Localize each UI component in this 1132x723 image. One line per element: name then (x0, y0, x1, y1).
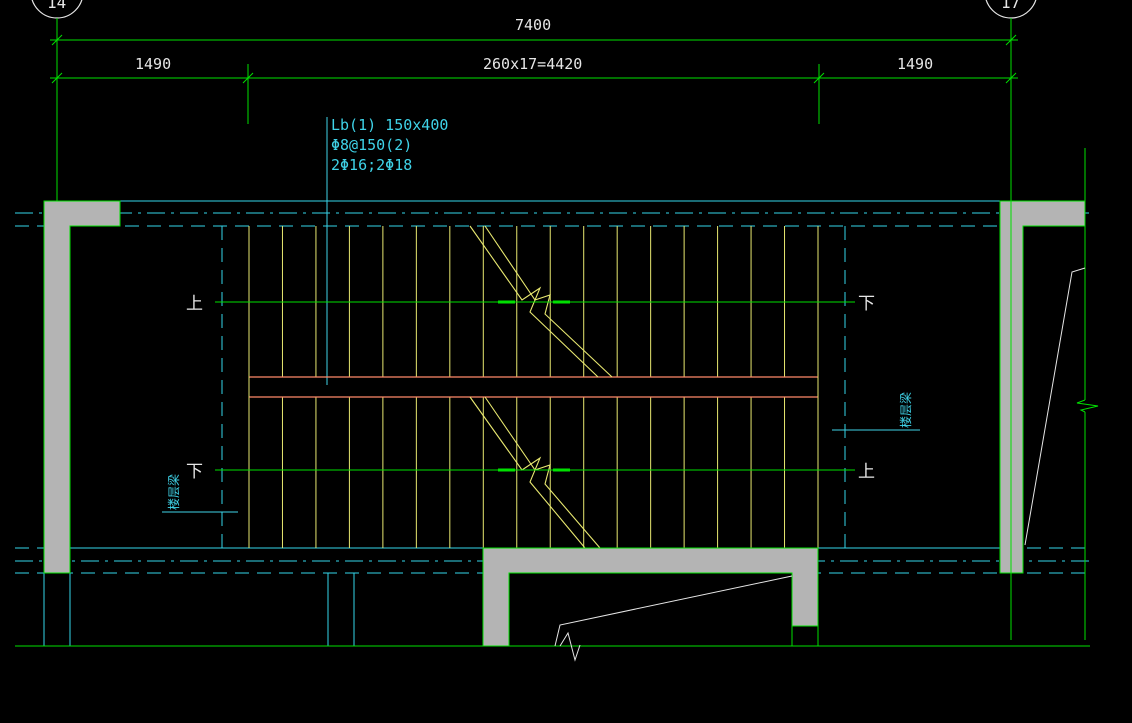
dim-overall: 7400 (515, 16, 551, 34)
landing-beam-label-left: 楼层梁 (166, 474, 181, 510)
axis-lines (15, 200, 1090, 646)
direction-mark-upper-left: 上 (186, 294, 203, 314)
walls (43, 200, 1086, 647)
beam-callout-line1: Lb(1) 150x400 (331, 116, 448, 134)
dim-left-segment: 1490 (135, 55, 171, 73)
landing-beam-label-left-group: 楼层梁 (162, 474, 238, 513)
direction-lines (215, 300, 855, 472)
axis-bubble-left: 14 (31, 0, 83, 19)
wall-left (43, 200, 121, 574)
direction-mark-lower-right: 上 (858, 462, 875, 482)
landing-beam-label-right: 楼层梁 (898, 392, 913, 428)
dim-middle-segment: 260x17=4420 (483, 55, 582, 73)
dimension-lines (50, 18, 1018, 180)
beam-callout: Lb(1) 150x400 Φ8@150(2) 2Φ16;2Φ18 (326, 116, 448, 385)
stair-flight-outline (248, 377, 819, 397)
axis-bubble-right: 17 (985, 0, 1037, 19)
break-line-upper (469, 225, 613, 378)
axis-label-right: 17 (1001, 0, 1020, 12)
axis-label-left: 14 (47, 0, 66, 12)
wall-bottom-middle (482, 547, 819, 647)
landing-beam-label-right-group: 楼层梁 (832, 392, 920, 431)
direction-mark-upper-right: 下 (858, 294, 875, 314)
sketch-lines (554, 267, 1086, 662)
beam-callout-line2: Φ8@150(2) (331, 136, 412, 154)
wall-right (999, 200, 1086, 574)
dim-right-segment: 1490 (897, 55, 933, 73)
handrail (249, 376, 818, 398)
direction-mark-lower-left: 下 (186, 462, 203, 482)
beam-callout-line3: 2Φ16;2Φ18 (331, 156, 412, 174)
break-line-lower (469, 396, 601, 549)
stair-treads (248, 226, 819, 548)
misc-outlines (15, 148, 1099, 647)
